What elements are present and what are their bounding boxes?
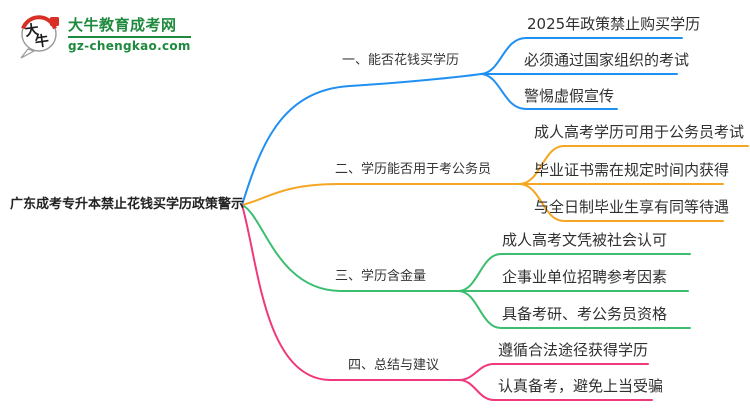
branch-3-child-3-underline [458,290,691,329]
branch-1-child-1: 2025年政策禁止购买学历 [527,15,701,33]
branch-2-child-2: 毕业证书需在规定时间内获得 [534,161,730,179]
logo-divider [68,36,191,38]
branch-4-child-2: 认真备考，避免上当受骗 [498,377,664,395]
branch-2-child-1-underline [519,145,749,185]
branch-4-child-1-underline [458,363,649,381]
daniu-logo-icon: 大 牛 [20,15,59,59]
branch-1-child-3: 警惕虚假宣传 [524,87,615,105]
logo-icon-char-1: 大 [24,21,40,40]
branch-1-child-2: 必须通过国家组织的考试 [524,51,690,69]
logo-seal [50,17,59,26]
branch-3-child-1-underline [458,253,691,292]
logo-bubble-tail [20,48,36,59]
branch-3-label: 三、学历含金量 [335,269,427,284]
branch-3-parent-curve [241,204,460,292]
branch-2-parent-curve [241,183,521,206]
branch-3-child-1: 成人高考文凭被社会认可 [502,231,668,249]
branch-1-child-1-underline [480,37,683,75]
logo-icon-char-2: 牛 [34,32,50,51]
branch-1-label: 一、能否花钱买学历 [342,53,460,68]
site-logo: 大 牛 大牛教育成考网 gz-chengkao.com [16,13,191,59]
branch-1-child-3-underline [480,73,618,110]
branch-2-child-1: 成人高考学历可用于公务员考试 [534,123,745,141]
branch-3-child-2: 企事业单位招聘参考因素 [502,268,668,286]
logo-title: 大牛教育成考网 [68,16,177,34]
logo-domain: gz-chengkao.com [68,39,191,53]
central-topic: 广东成考专升本禁止花钱买学历政策警示 [10,197,245,212]
branch-2-label: 二、学历能否用于考公务员 [335,162,492,177]
branch-2-child-3-underline [519,183,724,222]
branch-4-child-2-underline [458,379,653,401]
branch-4-parent-curve [241,204,460,381]
branch-2-child-3: 与全日制毕业生享有同等待遇 [534,198,730,216]
logo-text-block: 大牛教育成考网 gz-chengkao.com [68,13,191,53]
branch-4-label: 四、总结与建议 [348,358,440,373]
branch-1-parent-curve [241,73,482,206]
branch-3-child-3: 具备考研、考公务员资格 [502,305,668,323]
branch-4-child-1: 遵循合法途径获得学历 [498,341,649,359]
